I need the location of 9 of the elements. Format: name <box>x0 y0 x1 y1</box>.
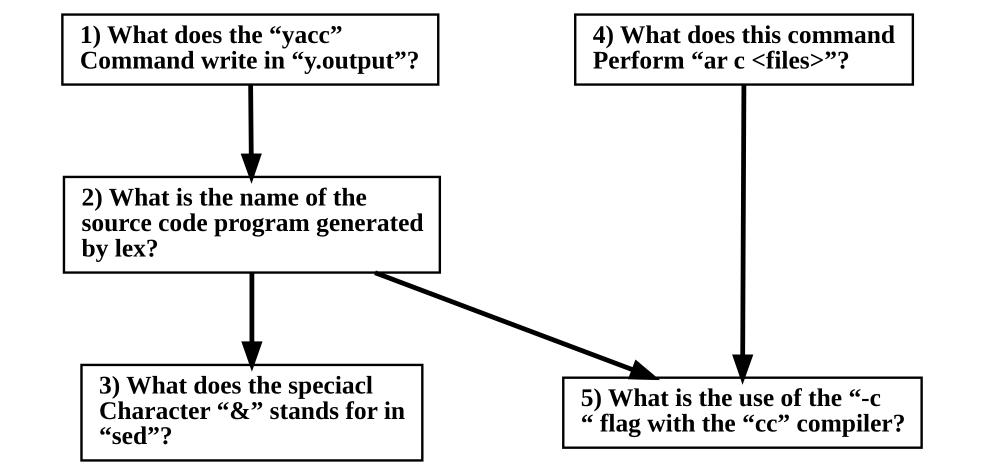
arrow <box>240 84 262 184</box>
node-box: 4) What does this command Perform “ar c <files>”? <box>574 13 914 86</box>
node-box: 1) What does the “yacc” Command write in “y.output”? <box>61 13 440 86</box>
node-box: 5) What is the use of the “-c “ flag with the “cc” compiler? <box>562 376 923 449</box>
node-box: 2) What is the name of the source code program generated by lex? <box>62 176 442 274</box>
arrow <box>374 270 660 380</box>
arrow <box>732 85 754 385</box>
node-box: 3) What does the speciacl Character “&” stands for in “sed”? <box>80 364 424 462</box>
arrow <box>241 272 263 372</box>
